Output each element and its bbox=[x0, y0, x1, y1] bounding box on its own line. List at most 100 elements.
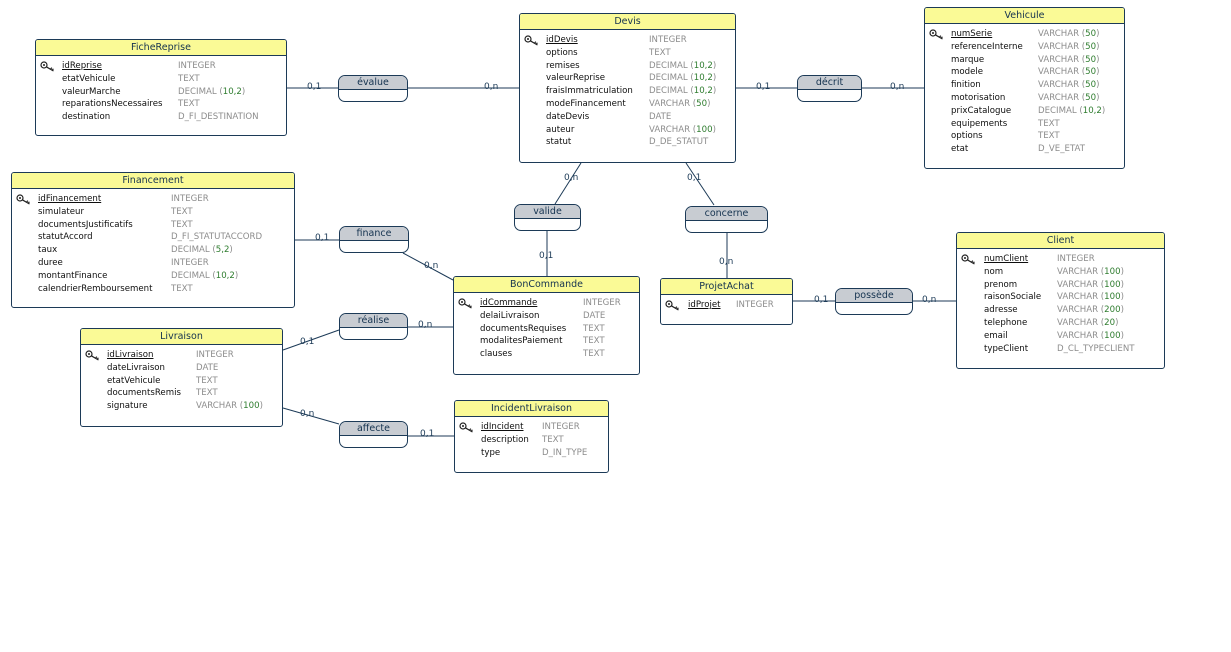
attribute-name: etatVehicule bbox=[62, 73, 116, 84]
attribute-type: D_CL_TYPECLIENT bbox=[1057, 343, 1135, 354]
association-label: finance bbox=[340, 227, 408, 241]
attribute-type: TEXT bbox=[542, 434, 564, 445]
association-label: réalise bbox=[340, 314, 407, 328]
cardinality-finance-financement: 0,1 bbox=[315, 233, 330, 243]
attribute-name: documentsRequises bbox=[480, 323, 567, 334]
cardinality-evalue-fichereprise: 0,1 bbox=[307, 82, 322, 92]
attribute-name: auteur bbox=[546, 124, 575, 135]
attribute-type: VARCHAR (20) bbox=[1057, 317, 1119, 328]
attribute-row: auteur VARCHAR (100) bbox=[520, 124, 735, 137]
primary-key-name: idFinancement bbox=[38, 194, 102, 204]
primary-key-icon bbox=[458, 298, 472, 309]
attribute-name: options bbox=[951, 131, 983, 142]
attribute-type: D_FI_DESTINATION bbox=[178, 112, 259, 123]
attribute-name: taux bbox=[38, 245, 58, 256]
cardinality-evalue-devis: 0,n bbox=[484, 82, 499, 92]
attribute-type: VARCHAR (200) bbox=[1057, 305, 1124, 316]
attribute-name: duree bbox=[38, 257, 63, 268]
attribute-type: VARCHAR (100) bbox=[649, 124, 716, 135]
attribute-name: calendrierRemboursement bbox=[38, 283, 153, 294]
attribute-type: D_DE_STATUT bbox=[649, 137, 709, 148]
attribute-name: modalitesPaiement bbox=[480, 336, 563, 347]
association-decrit[interactable]: décrit bbox=[797, 75, 862, 102]
cardinality-valide-bondecommande: 0,1 bbox=[539, 251, 554, 261]
primary-key-name: numSerie bbox=[951, 29, 993, 39]
attribute-name: marque bbox=[951, 54, 985, 65]
attribute-name: modeFinancement bbox=[546, 98, 626, 109]
association-valide[interactable]: valide bbox=[514, 204, 581, 231]
association-label: évalue bbox=[339, 76, 407, 90]
attribute-name: finition bbox=[951, 80, 981, 91]
attribute-name: dateLivraison bbox=[107, 362, 166, 373]
attribute-type: VARCHAR (50) bbox=[1038, 80, 1100, 91]
attribute-type: INTEGER bbox=[649, 35, 687, 45]
primary-key-icon bbox=[16, 194, 30, 205]
association-label: décrit bbox=[798, 76, 861, 90]
association-label: possède bbox=[836, 289, 912, 303]
entity-title: Client bbox=[957, 233, 1164, 249]
association-evalue[interactable]: évalue bbox=[338, 75, 408, 102]
primary-key-icon bbox=[524, 35, 538, 46]
primary-key-name: idProjet bbox=[688, 300, 721, 310]
type-size: 20 bbox=[1104, 317, 1116, 328]
attribute-type: VARCHAR (100) bbox=[1057, 330, 1124, 341]
association-possede[interactable]: possède bbox=[835, 288, 913, 315]
association-realise[interactable]: réalise bbox=[339, 313, 408, 340]
attribute-name: prenom bbox=[984, 279, 1018, 290]
attribute-name: modele bbox=[951, 67, 984, 78]
attribute-type: TEXT bbox=[196, 375, 218, 386]
attribute-type: INTEGER bbox=[1057, 254, 1095, 264]
attribute-type: VARCHAR (100) bbox=[1057, 266, 1124, 277]
attribute-name: etat bbox=[951, 144, 969, 155]
attribute-row: documentsRequises TEXT bbox=[454, 323, 639, 336]
attribute-name: telephone bbox=[984, 317, 1028, 328]
link-concerne-devis bbox=[685, 162, 715, 206]
attribute-type: DATE bbox=[649, 111, 672, 122]
attribute-type: INTEGER bbox=[171, 194, 209, 204]
attribute-name: valeurReprise bbox=[546, 73, 606, 84]
link-finance-bondecommande bbox=[402, 252, 454, 281]
type-size: 50 bbox=[1085, 80, 1097, 91]
type-size: 100 bbox=[1104, 292, 1121, 303]
attribute-type: TEXT bbox=[583, 323, 605, 334]
cardinality-valide-devis: 0,n bbox=[564, 173, 579, 183]
association-affecte[interactable]: affecte bbox=[339, 421, 408, 448]
association-concerne[interactable]: concerne bbox=[685, 206, 768, 233]
association-finance[interactable]: finance bbox=[339, 226, 409, 253]
